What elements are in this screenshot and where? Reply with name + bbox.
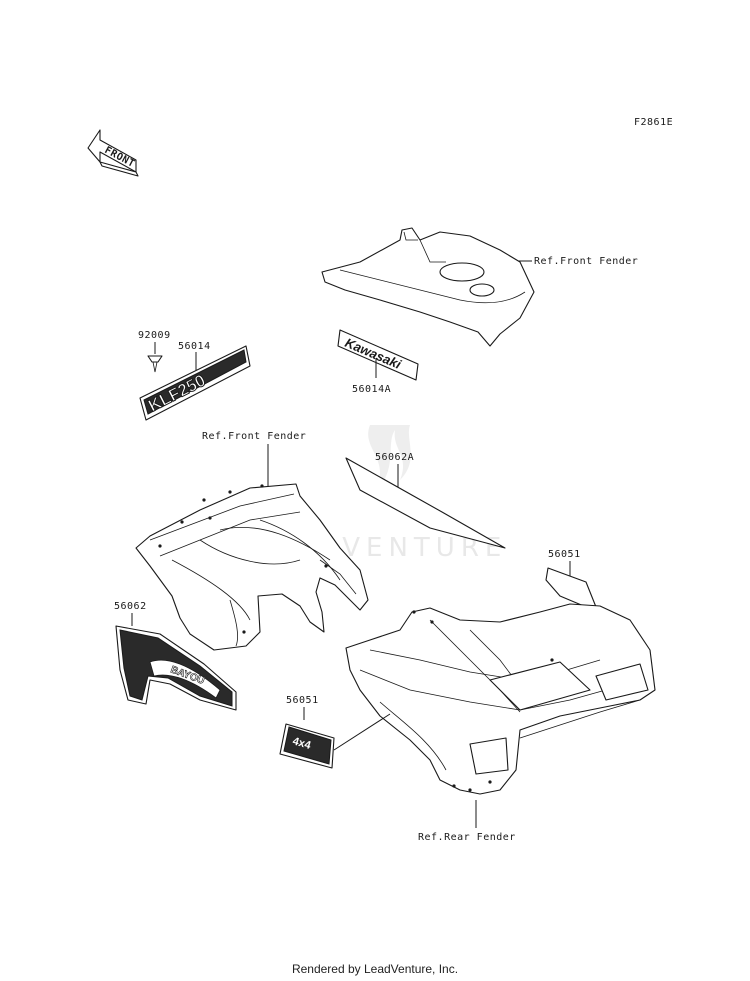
bayou-4x4-emblem-56051: 4x4 (279, 723, 335, 769)
callout-92009: 92009 (138, 330, 171, 341)
emblem-model-text: KLF250 (145, 371, 208, 416)
callout-ref-rear-fender: Ref.Rear Fender (418, 832, 516, 843)
screw-icon (147, 355, 163, 373)
emblem-4x4-text: 4x4 (291, 735, 313, 752)
callout-56062A: 56062A (375, 452, 414, 463)
callout-56062: 56062 (114, 601, 147, 612)
callout-ref-front-fender-top: Ref.Front Fender (534, 256, 638, 267)
callout-56051-left: 56051 (286, 695, 319, 706)
callout-56051-right: 56051 (548, 549, 581, 560)
callout-56014A: 56014A (352, 384, 391, 395)
kawasaki-decal-56014A: Kawasaki (337, 329, 419, 381)
side-decal-56062A (345, 457, 506, 549)
footer-credit: Rendered by LeadVenture, Inc. (291, 962, 459, 976)
fender-decal-56062: BAYOU (115, 625, 237, 711)
diagram-code: F2861E (634, 117, 673, 128)
front-fender-top-part (321, 227, 535, 347)
small-decal-56051-right (545, 567, 599, 613)
callout-ref-front-fender-mid: Ref.Front Fender (202, 431, 306, 442)
front-arrow-icon: FRONT (87, 129, 139, 177)
callout-56014: 56014 (178, 341, 211, 352)
kawasaki-decal-text: Kawasaki (343, 335, 404, 372)
front-fender-assembly (135, 483, 369, 651)
rear-fender-assembly (345, 603, 656, 795)
